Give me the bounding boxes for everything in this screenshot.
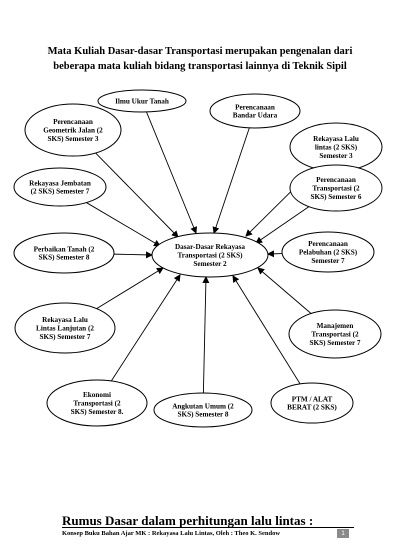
node-ilmu-ukur-tanah: Ilmu Ukur Tanah	[97, 89, 187, 113]
node-ellipse-manajemen-transportasi	[288, 309, 382, 359]
node-label-perbaikan-tanah: SKS) Semester 8	[39, 254, 90, 262]
arrow-ilmu-ukur-tanah	[146, 111, 197, 234]
node-label-angkutan-umum: SKS) Semester 8	[178, 411, 229, 419]
node-ellipse-ilmu-ukur-tanah	[97, 89, 187, 113]
node-label-perencanaan-pelabuhan: Perencanaan	[308, 240, 348, 248]
title-line-2: beberapa mata kuliah bidang transportasi…	[53, 61, 347, 72]
node-ellipse-perencanaan-pelabuhan	[281, 231, 375, 273]
node-label-center: Transportasi (2 SKS)	[178, 252, 244, 260]
arrow-ekonomi-transportasi	[110, 274, 181, 382]
node-label-rekayasa-jembatan: Rekayasa Jembatan	[29, 179, 91, 187]
node-label-center: Dasar-Dasar Rekayasa	[175, 243, 245, 251]
node-label-perencanaan-geometrik-jalan: Perencanaan	[53, 118, 93, 126]
node-label-perencanaan-transportasi: SKS) Semester 6	[311, 193, 362, 201]
node-ellipse-ptm-alat-berat	[270, 382, 354, 424]
node-label-ptm-alat-berat: BERAT (2 SKS)	[287, 404, 337, 412]
node-label-ekonomi-transportasi: SKS) Semester 8.	[71, 408, 124, 416]
node-label-perencanaan-pelabuhan: Pelabuhan (2 SKS)	[299, 249, 358, 257]
node-ellipse-rekayasa-jembatan	[13, 167, 107, 207]
node-ellipse-angkutan-umum	[153, 392, 253, 428]
node-label-rekayasa-lalu-lintas: Semester 3	[319, 152, 353, 160]
arrow-perencanaan-geometrik-jalan	[95, 152, 179, 238]
node-ellipse-perencanaan-geometrik-jalan	[24, 103, 122, 157]
node-ellipse-perencanaan-transportasi	[289, 164, 383, 212]
page-number-badge: 1	[337, 529, 349, 538]
node-label-ilmu-ukur-tanah: Ilmu Ukur Tanah	[115, 98, 169, 106]
arrow-ptm-alat-berat	[232, 275, 301, 385]
node-label-rekayasa-jembatan: (2 SKS) Semester 7	[31, 188, 90, 196]
node-ellipse-perencanaan-bandar-udara	[209, 93, 301, 129]
node-label-rekayasa-lalu-lintas-lanjutan: Lintas Lanjutan (2	[36, 325, 94, 333]
node-label-perencanaan-transportasi: Transportasi (2	[312, 185, 360, 193]
node-ellipse-rekayasa-lalu-lintas-lanjutan	[14, 302, 116, 354]
node-label-perbaikan-tanah: Perbaikan Tanah (2	[34, 245, 95, 253]
arrow-perencanaan-transportasi	[255, 206, 310, 244]
node-label-rekayasa-lalu-lintas: Rekayasa Lalu	[313, 135, 359, 143]
title-line-1: Mata Kuliah Dasar-dasar Transportasi mer…	[47, 46, 353, 57]
footer-divider	[62, 527, 354, 528]
node-label-ptm-alat-berat: PTM / ALAT	[292, 395, 333, 403]
node-label-perencanaan-geometrik-jalan: Geometrik Jalan (2	[43, 127, 103, 135]
node-label-perencanaan-pelabuhan: Semester 7	[311, 257, 345, 265]
node-label-perencanaan-bandar-udara: Perencanaan	[235, 103, 275, 111]
footer-heading: Rumus Dasar dalam perhitungan lalu linta…	[62, 513, 314, 528]
node-ellipse-ekonomi-transportasi	[46, 379, 148, 427]
node-label-rekayasa-lalu-lintas-lanjutan: Rekayasa Lalu	[42, 316, 88, 324]
node-label-perencanaan-transportasi: Perencanaan	[316, 176, 356, 184]
arrow-rekayasa-jembatan	[86, 202, 161, 247]
node-label-rekayasa-lalu-lintas-lanjutan: SKS) Semester 7	[40, 333, 91, 341]
arrow-angkutan-umum	[202, 276, 210, 394]
node-label-ekonomi-transportasi: Transportasi (2	[73, 400, 121, 408]
node-ellipse-perbaikan-tanah	[13, 232, 115, 274]
arrow-manajemen-transportasi	[257, 267, 312, 314]
arrow-perencanaan-bandar-udara	[212, 127, 250, 234]
footer-caption: Konsep Buku Bahan Ajar MK : Rekayasa Lal…	[62, 530, 281, 537]
node-label-center: Semester 2	[193, 260, 227, 268]
node-label-perencanaan-geometrik-jalan: SKS) Semester 3	[48, 135, 99, 143]
node-label-manajemen-transportasi: Transportasi (2	[311, 331, 359, 339]
page-title: Mata Kuliah Dasar-dasar Transportasi mer…	[30, 44, 370, 74]
arrows-layer	[86, 111, 315, 394]
arrow-perbaikan-tanah	[113, 251, 153, 259]
node-label-manajemen-transportasi: Manajemen	[317, 322, 354, 330]
arrow-rekayasa-lalu-lintas-lanjutan	[96, 267, 164, 310]
node-rekayasa-jembatan: Rekayasa Jembatan(2 SKS) Semester 7	[13, 167, 107, 207]
node-label-angkutan-umum: Angkutan Umum (2	[172, 402, 234, 410]
node-label-perencanaan-bandar-udara: Bandar Udara	[233, 112, 278, 120]
node-label-ekonomi-transportasi: Ekonomi	[83, 391, 111, 399]
node-ellipse-center	[151, 232, 269, 278]
node-label-manajemen-transportasi: SKS) Semester 7	[310, 339, 361, 347]
node-label-rekayasa-lalu-lintas: lintas (2 SKS)	[315, 144, 358, 152]
